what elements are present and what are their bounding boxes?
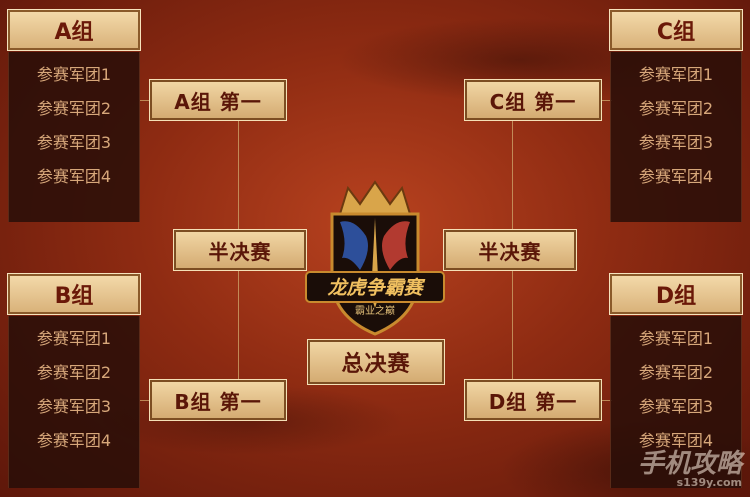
semifinal-right-slot: 半决赛 <box>443 229 577 271</box>
final-label: 总决赛 <box>341 352 411 377</box>
team-item: 参赛军团2 <box>36 363 112 382</box>
team-item: 参赛军团4 <box>638 167 714 186</box>
group-c-header: C组 <box>609 9 743 51</box>
c-winner-slot: C组 第一 <box>464 79 602 121</box>
group-a-header: A组 <box>7 9 141 51</box>
final-slot: 总决赛 <box>307 339 445 385</box>
connector-bottom-right <box>600 400 612 401</box>
watermark-title: 手机攻略 <box>637 449 742 479</box>
b-winner-slot: B组 第一 <box>149 379 287 421</box>
team-item: 参赛军团3 <box>638 133 714 152</box>
team-item: 参赛军团3 <box>638 397 714 416</box>
team-item: 参赛军团2 <box>36 99 112 118</box>
group-b-team-list: 参赛军团1 参赛军团2 参赛军团3 参赛军团4 <box>8 316 140 488</box>
team-item: 参赛军团1 <box>638 329 714 348</box>
d-winner-slot: D组 第一 <box>464 379 602 421</box>
group-d-title: D组 <box>655 284 697 309</box>
team-item: 参赛军团1 <box>36 329 112 348</box>
team-item: 参赛军团4 <box>36 167 112 186</box>
group-a-team-list: 参赛军团1 参赛军团2 参赛军团3 参赛军团4 <box>8 52 140 222</box>
c-winner-label: C组 第一 <box>489 89 577 114</box>
group-c-team-list: 参赛军团1 参赛军团2 参赛军团3 参赛军团4 <box>610 52 742 222</box>
semifinal-right-label: 半决赛 <box>478 239 542 264</box>
team-item: 参赛军团1 <box>36 65 112 84</box>
semifinal-left-slot: 半决赛 <box>173 229 307 271</box>
team-item: 参赛军团3 <box>36 133 112 152</box>
group-c-title: C组 <box>656 20 696 45</box>
b-winner-label: B组 第一 <box>174 389 262 414</box>
group-d-team-list: 参赛军团1 参赛军团2 参赛军团3 参赛军团4 <box>610 316 742 488</box>
team-item: 参赛军团1 <box>638 65 714 84</box>
connector-top-right <box>600 100 612 101</box>
team-item: 参赛军团2 <box>638 99 714 118</box>
group-d-header: D组 <box>609 273 743 315</box>
connector-bottom-left <box>140 400 152 401</box>
team-item: 参赛军团2 <box>638 363 714 382</box>
team-item: 参赛军团3 <box>36 397 112 416</box>
connector-top-left <box>140 100 152 101</box>
group-b-header: B组 <box>7 273 141 315</box>
watermark: 手机攻略 s139y.com <box>638 443 742 489</box>
tournament-logo: 龙虎争霸赛 霸业之巅 <box>302 178 448 336</box>
a-winner-slot: A组 第一 <box>149 79 287 121</box>
watermark-url: s139y.com <box>676 476 742 489</box>
semifinal-left-label: 半决赛 <box>208 239 272 264</box>
group-b-title: B组 <box>54 284 94 309</box>
crown-shield-icon: 龙虎争霸赛 霸业之巅 <box>305 180 445 336</box>
d-winner-label: D组 第一 <box>488 389 578 414</box>
team-item: 参赛军团4 <box>36 431 112 450</box>
logo-subtitle: 霸业之巅 <box>355 304 395 317</box>
a-winner-label: A组 第一 <box>174 89 262 114</box>
logo-title: 龙虎争霸赛 <box>327 277 425 299</box>
group-a-title: A组 <box>54 20 94 45</box>
team-item: 参赛军团4 <box>638 431 714 450</box>
